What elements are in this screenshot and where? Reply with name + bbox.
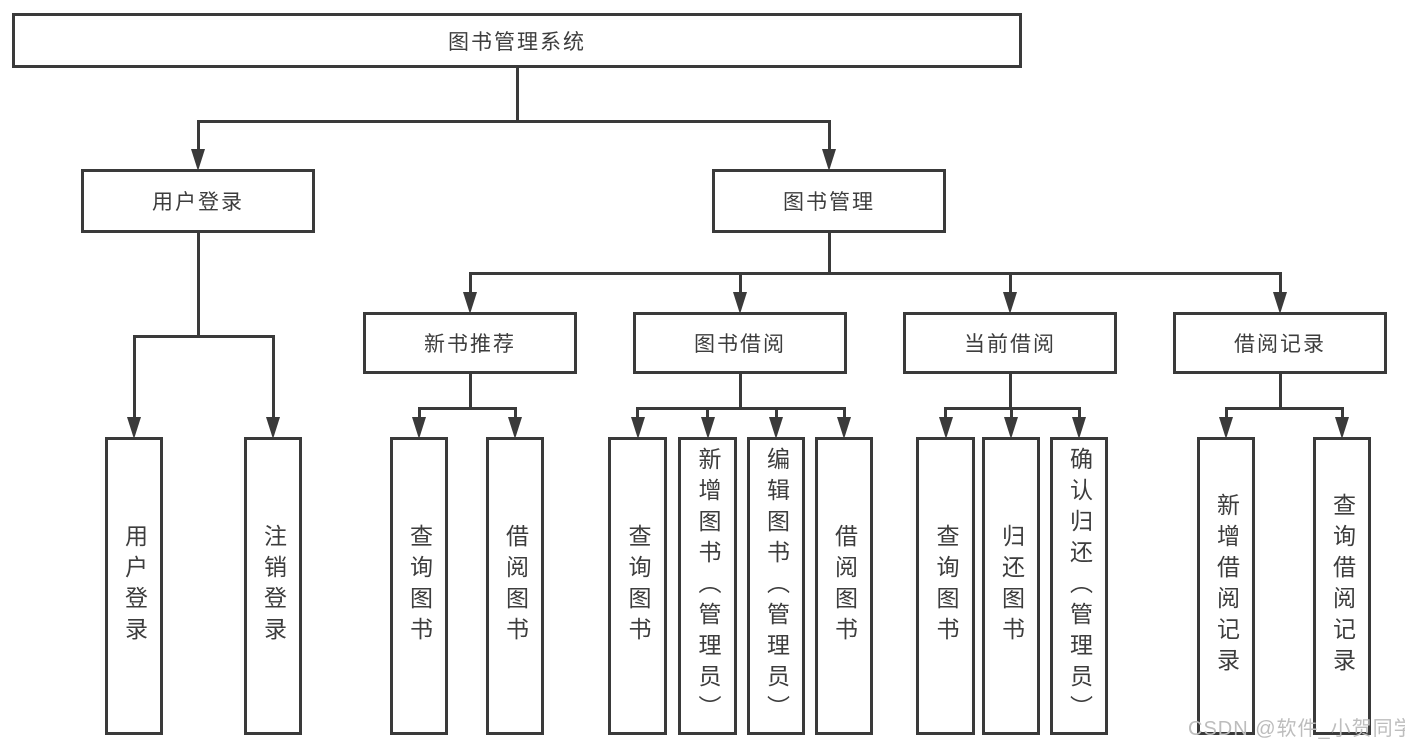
arrow-down-icon xyxy=(266,417,280,439)
box-label-book-mgmt: 图书管理 xyxy=(783,191,875,214)
arrow-down-icon xyxy=(508,417,522,439)
connector-line xyxy=(774,407,778,421)
connector-line xyxy=(1224,407,1344,410)
arrow-down-icon xyxy=(1335,417,1349,439)
arrow-down-icon xyxy=(1273,292,1287,314)
box-label-leaf-query-books-b: 查询图书 xyxy=(625,524,651,648)
box-label-leaf-confirm-return: 确认归还（管理员） xyxy=(1066,446,1093,726)
box-leaf-query-books-c: 查询图书 xyxy=(916,437,975,735)
arrow-down-icon xyxy=(630,417,645,439)
connector-line xyxy=(196,233,200,338)
box-label-leaf-query-books-c: 查询图书 xyxy=(933,524,959,648)
box-label-leaf-add-borrow-record: 新增借阅记录 xyxy=(1213,493,1240,679)
box-label-leaf-return-books: 归还图书 xyxy=(998,524,1025,648)
arrow-down-icon xyxy=(1004,417,1018,439)
box-label-leaf-logout: 注销登录 xyxy=(260,524,287,648)
connector-line xyxy=(636,407,846,410)
box-leaf-query-borrow-record: 查询借阅记录 xyxy=(1313,437,1371,735)
box-leaf-add-borrow-record: 新增借阅记录 xyxy=(1197,437,1255,735)
box-leaf-borrow-books-a: 借阅图书 xyxy=(486,437,544,735)
box-leaf-add-books: 新增图书（管理员） xyxy=(678,437,737,735)
box-leaf-query-books-a: 查询图书 xyxy=(390,437,448,735)
connector-line xyxy=(1278,272,1282,296)
box-label-book-borrow: 图书借阅 xyxy=(694,333,786,356)
connector-line xyxy=(468,374,472,410)
box-book-mgmt: 图书管理 xyxy=(712,169,946,233)
connector-line xyxy=(1340,407,1344,421)
connector-line xyxy=(827,120,831,153)
connector-line xyxy=(196,120,831,123)
box-user-login: 用户登录 xyxy=(81,169,315,233)
box-label-borrow-records: 借阅记录 xyxy=(1234,333,1326,356)
arrow-down-icon xyxy=(733,292,747,314)
arrow-down-icon xyxy=(463,292,477,314)
arrow-down-icon xyxy=(1072,417,1086,439)
connector-line xyxy=(271,335,275,421)
connector-line xyxy=(1008,374,1012,410)
connector-line xyxy=(1077,407,1081,421)
box-label-leaf-user-login: 用户登录 xyxy=(121,524,148,648)
connector-line xyxy=(132,335,136,421)
box-leaf-return-books: 归还图书 xyxy=(982,437,1040,735)
box-label-leaf-add-books: 新增图书（管理员） xyxy=(695,446,721,726)
box-label-current-borrow: 当前借阅 xyxy=(964,333,1056,356)
arrow-down-icon xyxy=(837,417,851,439)
box-root: 图书管理系统 xyxy=(12,13,1022,68)
arrow-down-icon xyxy=(700,417,715,439)
connector-line xyxy=(1009,407,1013,421)
connector-line xyxy=(513,407,517,421)
arrow-down-icon xyxy=(412,417,426,439)
arrow-down-icon xyxy=(938,417,953,439)
connector-line xyxy=(738,374,742,410)
box-book-borrow: 图书借阅 xyxy=(633,312,847,374)
connector-line xyxy=(196,120,200,153)
connector-line xyxy=(417,407,517,410)
connector-line xyxy=(944,407,947,421)
connector-line xyxy=(738,272,742,296)
box-leaf-borrow-books-b: 借阅图书 xyxy=(815,437,873,735)
connector-line xyxy=(706,407,709,421)
connector-line xyxy=(468,272,1282,275)
box-label-leaf-borrow-books-a: 借阅图书 xyxy=(502,524,529,648)
connector-line xyxy=(417,407,421,421)
box-leaf-logout: 注销登录 xyxy=(244,437,302,735)
box-current-borrow: 当前借阅 xyxy=(903,312,1117,374)
box-label-leaf-borrow-books-b: 借阅图书 xyxy=(831,524,858,648)
connector-line xyxy=(1278,374,1282,410)
connector-line xyxy=(468,272,472,296)
box-label-user-login: 用户登录 xyxy=(152,191,244,214)
box-label-leaf-query-books-a: 查询图书 xyxy=(406,524,433,648)
connector-line xyxy=(1008,272,1012,296)
box-label-new-book-rec: 新书推荐 xyxy=(424,333,516,356)
box-leaf-user-login: 用户登录 xyxy=(105,437,163,735)
connector-line xyxy=(515,68,519,123)
connector-line xyxy=(132,335,275,338)
watermark: CSDN @软件_小贺同学 xyxy=(1188,718,1405,740)
connector-line xyxy=(1224,407,1228,421)
box-leaf-edit-books: 编辑图书（管理员） xyxy=(747,437,805,735)
box-new-book-rec: 新书推荐 xyxy=(363,312,577,374)
arrow-down-icon xyxy=(1219,417,1233,439)
connector-line xyxy=(842,407,846,421)
arrow-down-icon xyxy=(191,149,205,171)
box-label-leaf-edit-books: 编辑图书（管理员） xyxy=(763,446,790,726)
box-leaf-confirm-return: 确认归还（管理员） xyxy=(1050,437,1108,735)
box-label-root: 图书管理系统 xyxy=(448,30,586,54)
box-label-leaf-query-borrow-record: 查询借阅记录 xyxy=(1329,493,1356,679)
box-leaf-query-books-b: 查询图书 xyxy=(608,437,667,735)
arrow-down-icon xyxy=(769,417,783,439)
connector-line xyxy=(827,233,831,275)
arrow-down-icon xyxy=(1003,292,1017,314)
connector-line xyxy=(636,407,639,421)
arrow-down-icon xyxy=(822,149,836,171)
arrow-down-icon xyxy=(127,417,141,439)
box-borrow-records: 借阅记录 xyxy=(1173,312,1387,374)
